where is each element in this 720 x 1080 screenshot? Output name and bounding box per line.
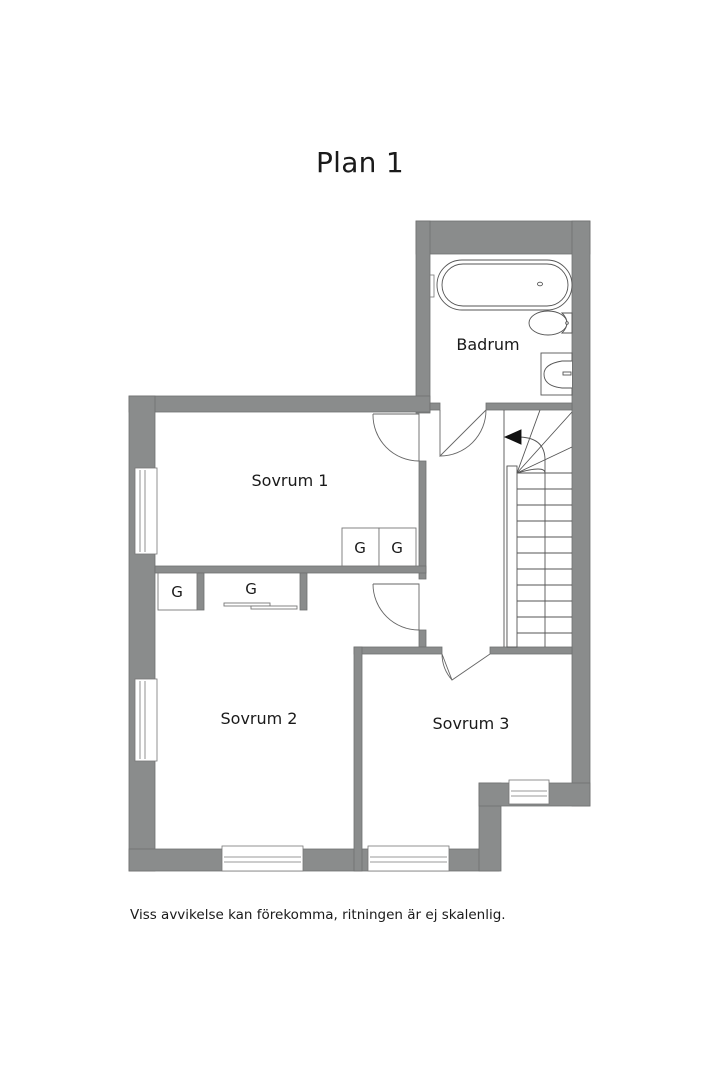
- bathtub-icon: [436, 259, 573, 311]
- window-sovrum2-west: [134, 678, 158, 762]
- room-label-sovrum3: Sovrum 3: [433, 714, 510, 733]
- window-sovrum3-east: [508, 779, 550, 805]
- window-badrum: [429, 274, 435, 298]
- plan-title: Plan 1: [315, 146, 405, 179]
- windows: [134, 274, 550, 872]
- door-sovrum3[interactable]: [441, 653, 491, 681]
- window-sovrum1: [134, 467, 158, 555]
- door-sovrum1[interactable]: [372, 413, 420, 462]
- sliding-door: [250, 605, 298, 610]
- stair-direction-arrow-icon: [503, 429, 522, 445]
- disclaimer-note: Viss avvikelse kan förekomma, ritningen …: [130, 907, 506, 923]
- closet-sovrum2-a: [157, 572, 198, 611]
- door-sovrum2[interactable]: [372, 583, 420, 631]
- closet-label: G: [354, 539, 366, 557]
- sliding-door: [223, 602, 271, 607]
- room-label-badrum: Badrum: [456, 335, 519, 354]
- staircase-icon[interactable]: [503, 409, 573, 648]
- toilet-icon: [528, 310, 573, 336]
- room-label-sovrum2: Sovrum 2: [221, 709, 298, 728]
- window-sovrum3-south: [367, 845, 450, 872]
- closet-sovrum1-b: [378, 527, 417, 567]
- closet-label: G: [391, 539, 403, 557]
- closet-sovrum1-a: [341, 527, 380, 567]
- window-sovrum2-south: [221, 845, 304, 872]
- sink-icon: [540, 352, 573, 396]
- door-badrum[interactable]: [439, 409, 487, 458]
- room-label-sovrum1: Sovrum 1: [252, 471, 329, 490]
- closet-label: G: [171, 583, 183, 601]
- closet-label: G: [245, 580, 257, 598]
